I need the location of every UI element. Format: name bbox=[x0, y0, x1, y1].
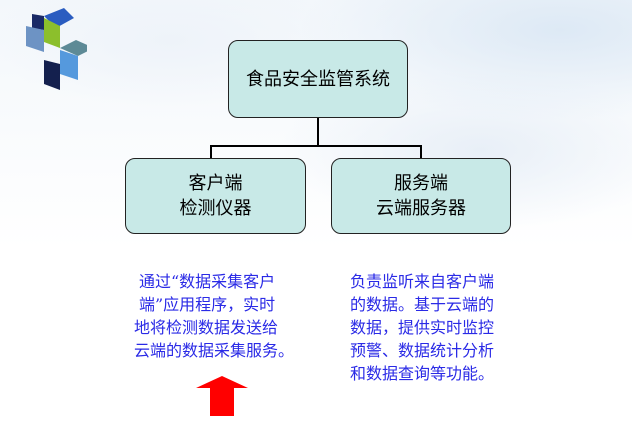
root-label: 食品安全监管系统 bbox=[246, 68, 390, 90]
connector-vertical-root bbox=[317, 118, 319, 146]
text-line: 通过“数据采集客户 bbox=[139, 272, 276, 291]
client-description: 通过“数据采集客户 端”应用程序，实时 地将检测数据发送给 云端的数据采集服务。 bbox=[134, 270, 294, 362]
text-line: 数据，提供实时监控 bbox=[350, 318, 495, 337]
server-node: 服务端 云端服务器 bbox=[331, 158, 511, 234]
server-label-2: 云端服务器 bbox=[376, 198, 466, 219]
text-line: 云端的数据采集服务。 bbox=[134, 341, 295, 360]
client-label-1: 客户端 bbox=[188, 173, 243, 194]
client-label-2: 检测仪器 bbox=[179, 198, 252, 219]
server-label-1: 服务端 bbox=[394, 173, 448, 194]
server-description: 负责监听来自客户端 的数据。基于云端的 数据，提供实时监控 预警、数据统计分析 … bbox=[350, 270, 494, 385]
text-line: 的数据。基于云端的 bbox=[350, 295, 495, 314]
connector-right bbox=[420, 145, 422, 159]
logo-icon bbox=[26, 8, 87, 90]
text-line: 端”应用程序，实时 bbox=[139, 295, 276, 314]
connector-horizontal bbox=[210, 145, 422, 147]
client-node: 客户端 检测仪器 bbox=[125, 158, 306, 234]
text-line: 地将检测数据发送给 bbox=[134, 318, 279, 337]
text-line: 预警、数据统计分析 bbox=[350, 341, 495, 360]
connector-left bbox=[210, 145, 212, 159]
root-node: 食品安全监管系统 bbox=[228, 40, 408, 118]
sky-background bbox=[0, 0, 632, 250]
up-arrow-icon bbox=[196, 376, 248, 416]
text-line: 负责监听来自客户端 bbox=[350, 272, 495, 291]
text-line: 和数据查询等功能。 bbox=[350, 364, 495, 383]
